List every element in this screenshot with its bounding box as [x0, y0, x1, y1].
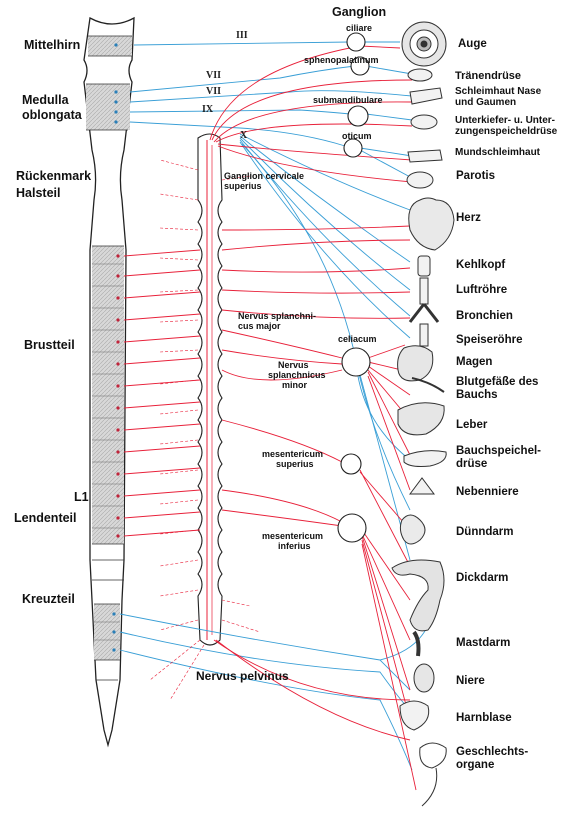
- sympathetic-chain: [198, 134, 222, 645]
- organ-label-kehlkopf: Kehlkopf: [456, 259, 505, 272]
- organ-label-magen: Magen: [456, 356, 492, 369]
- organ-label-blutgefaesse-1: Blutgefäße des: [456, 376, 538, 389]
- label-sacral: Kreuzteil: [22, 593, 75, 606]
- large-intestine-organ: [392, 560, 444, 631]
- label-sphenopalatinum: sphenopalatinum: [304, 56, 379, 65]
- label-medulla-1: Medulla: [22, 94, 69, 107]
- organ-label-luftroehre: Luftröhre: [456, 284, 507, 297]
- sacral-region: [94, 604, 120, 660]
- label-medulla-2: oblongata: [22, 109, 82, 122]
- thoracic-region: [92, 246, 124, 544]
- organ-label-mastdarm: Mastdarm: [456, 637, 510, 650]
- spinal-cord: [84, 18, 134, 745]
- organ-label-leber: Leber: [456, 419, 487, 432]
- parotis-organ: [407, 172, 433, 188]
- stomach-organ: [398, 346, 433, 381]
- label-cervicale-2: superius: [224, 182, 262, 191]
- ganglion-mesentericum-superius: [341, 454, 361, 474]
- ganglion-oticum: [344, 139, 362, 157]
- ganglion-ciliare: [347, 33, 365, 51]
- mouth-mucosa-organ: [408, 150, 442, 162]
- salivary-gland-organ: [411, 115, 437, 129]
- label-celiacum: celiacum: [338, 335, 377, 344]
- organ-label-speiseroehre: Speiseröhre: [456, 334, 522, 347]
- label-splanch-minor-3: minor: [282, 381, 307, 390]
- organ-label-traenendruese: Tränendrüse: [455, 70, 521, 82]
- organ-label-niere: Niere: [456, 675, 485, 688]
- label-pelvinus: Nervus pelvinus: [196, 670, 289, 683]
- organ-label-harnblase: Harnblase: [456, 712, 512, 725]
- label-oticum: oticum: [342, 132, 372, 141]
- nerve-X: X: [240, 130, 247, 141]
- liver-organ: [398, 403, 444, 435]
- label-thoracic: Brustteil: [24, 339, 75, 352]
- kidney-organ: [414, 664, 434, 692]
- esophagus-organ: [420, 324, 428, 346]
- organ-label-geschlechts-1: Geschlechts-: [456, 746, 528, 759]
- organ-label-geschlechts-2: organe: [456, 759, 494, 772]
- eye-organ: [402, 22, 446, 66]
- label-submandibulare: submandibulare: [313, 96, 383, 105]
- small-intestine-organ: [400, 515, 425, 544]
- organ-label-unterkiefer-2: zungenspeicheldrüse: [455, 126, 557, 137]
- ganglion-celiacum: [342, 348, 370, 376]
- organ-label-parotis: Parotis: [456, 170, 495, 183]
- organ-label-blutgefaesse-2: Bauchs: [456, 389, 498, 402]
- organ-label-bauchspeichel-2: drüse: [456, 458, 487, 471]
- larynx-organ: [418, 256, 430, 276]
- label-ciliare: ciliare: [346, 24, 372, 33]
- organ-label-duenndarm: Dünndarm: [456, 526, 514, 539]
- ganglion-mesentericum-inferius: [338, 514, 366, 542]
- bronchi-organ: [410, 304, 438, 322]
- organ-label-dickdarm: Dickdarm: [456, 572, 508, 585]
- label-l1: L1: [74, 491, 89, 504]
- bladder-organ: [400, 701, 429, 730]
- trachea-organ: [420, 278, 428, 304]
- label-mes-sup-2: superius: [276, 460, 314, 469]
- adrenal-organ: [410, 478, 434, 494]
- nerve-IX: IX: [202, 104, 213, 115]
- label-lumbar: Lendenteil: [14, 512, 77, 525]
- organ-label-auge: Auge: [458, 38, 487, 51]
- lacrimal-gland-organ: [408, 69, 432, 81]
- label-splanch-major-2: cus major: [238, 322, 281, 331]
- organ-label-nebenniere: Nebenniere: [456, 486, 519, 499]
- medulla-region: [86, 84, 130, 130]
- genital-organ: [420, 743, 446, 806]
- organ-label-schleimhaut-1: Schleimhaut Nase: [455, 86, 541, 97]
- label-midbrain: Mittelhirn: [24, 39, 80, 52]
- nasal-mucosa-organ: [410, 88, 442, 104]
- nerve-III: III: [236, 30, 248, 41]
- ganglia: [338, 33, 370, 542]
- organ-label-schleimhaut-2: und Gaumen: [455, 97, 516, 108]
- organ-label-unterkiefer-1: Unterkiefer- u. Unter-: [455, 115, 555, 126]
- organ-label-bronchien: Bronchien: [456, 310, 513, 323]
- label-cervical-2: Halsteil: [16, 187, 60, 200]
- rectum-organ: [414, 632, 419, 656]
- nerve-VII-a: VII: [206, 70, 221, 81]
- label-mes-inf-2: inferius: [278, 542, 311, 551]
- ganglion-submandibulare: [348, 106, 368, 126]
- diagram-title: Ganglion: [332, 6, 386, 19]
- nerve-VII-b: VII: [206, 86, 221, 97]
- pancreas-organ: [404, 451, 446, 467]
- organ-label-bauchspeichel-1: Bauchspeichel-: [456, 445, 541, 458]
- heart-organ: [409, 198, 454, 250]
- organ-label-mundschleimhaut: Mundschleimhaut: [455, 147, 540, 158]
- label-cervical-1: Rückenmark: [16, 170, 91, 183]
- abdominal-vessels-organ: [412, 378, 444, 392]
- parasympathetic-fibers: [120, 42, 430, 770]
- midbrain-region: [88, 36, 132, 56]
- organ-label-herz: Herz: [456, 212, 481, 225]
